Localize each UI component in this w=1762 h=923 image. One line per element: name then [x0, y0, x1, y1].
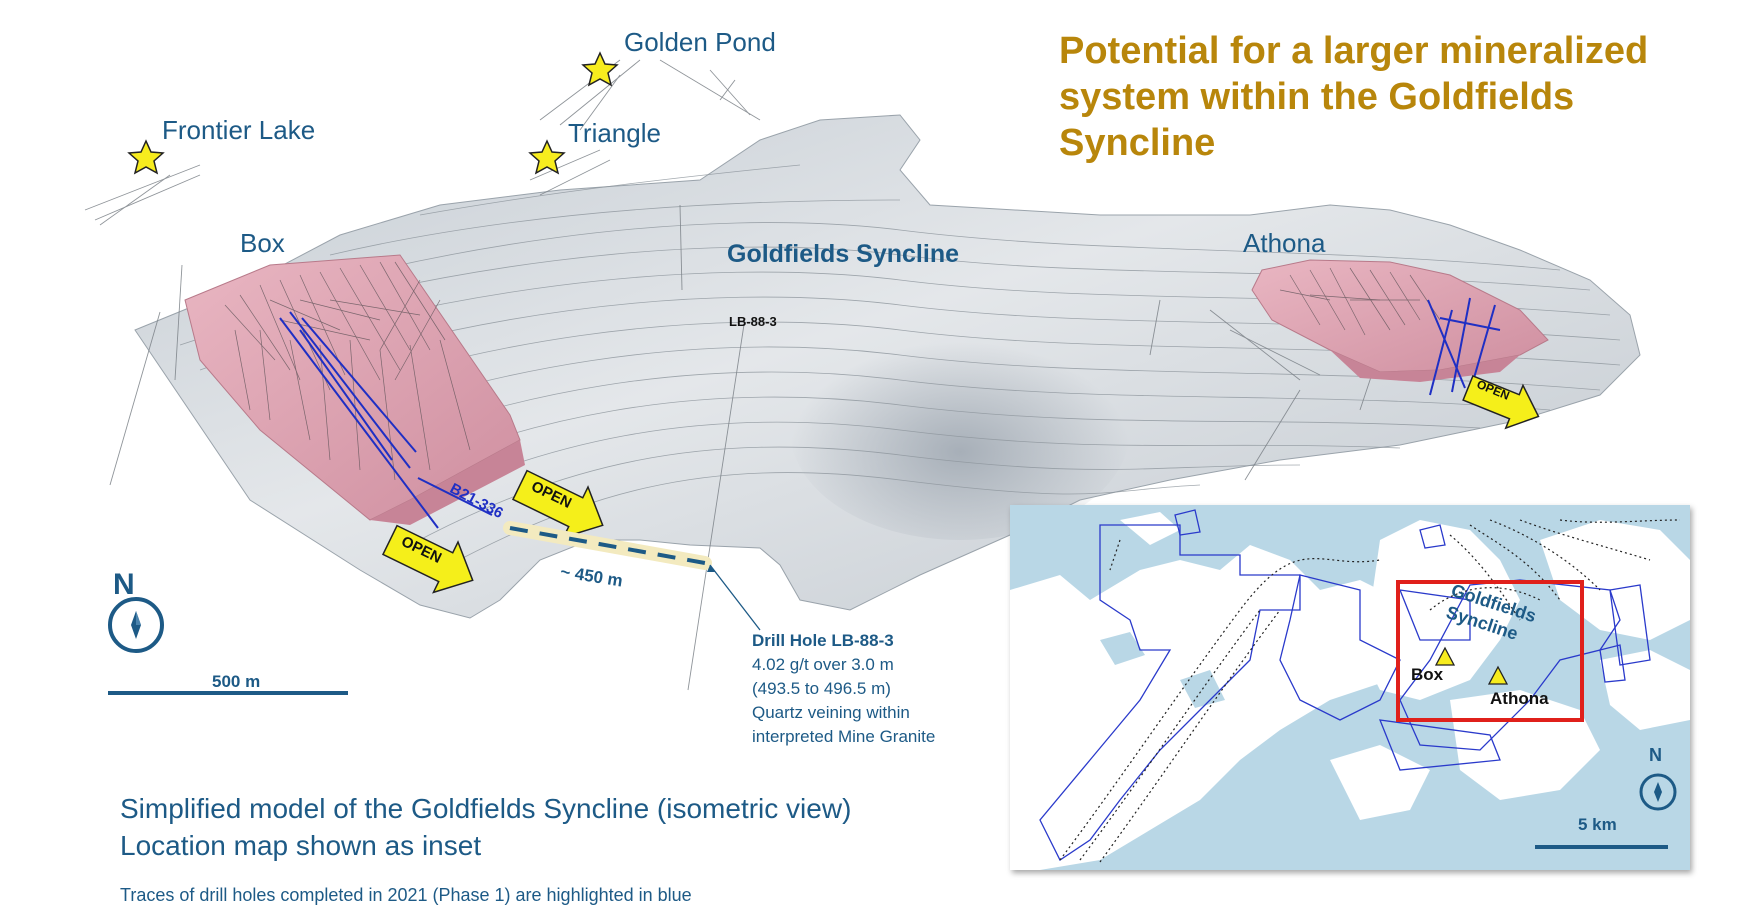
open-arrow-icon [1462, 374, 1540, 430]
north-label: N [113, 568, 135, 601]
open-arrow-icon [381, 524, 474, 594]
inset-north-label: N [1649, 745, 1662, 765]
drill-hole-grade: 4.02 g/t over 3.0 m [752, 655, 894, 674]
inset-highlight [1396, 580, 1584, 722]
drill-hole-title: Drill Hole LB-88-3 [752, 631, 894, 650]
star-icon [581, 51, 619, 87]
syncline-label: Goldfields Syncline [727, 240, 959, 268]
athona-ore-body [1251, 259, 1549, 396]
star-icon [528, 139, 566, 175]
place-label-box: Box [240, 228, 285, 258]
inset-box-label: Box [1411, 665, 1444, 684]
triangle-marker-icon [1487, 665, 1509, 685]
north-arrow-icon [108, 597, 164, 653]
box-ore-body [184, 254, 525, 529]
place-label-triangle: Triangle [568, 118, 661, 148]
place-label-golden-pond: Golden Pond [624, 27, 776, 57]
caption-note: Traces of drill holes completed in 2021 … [120, 885, 692, 905]
triangle-marker-icon [1434, 646, 1456, 666]
north-arrow-icon [1639, 773, 1677, 811]
caption-title: Simplified model of the Goldfields Syncl… [120, 793, 852, 824]
star-icon [127, 139, 165, 175]
place-label-frontier-lake: Frontier Lake [162, 115, 316, 145]
hole-label: LB-88-3 [729, 314, 777, 329]
place-label-athona: Athona [1243, 228, 1326, 258]
inset-athona-label: Athona [1490, 689, 1549, 708]
scale-label: 500 m [212, 672, 261, 691]
drill-hole-interval: (493.5 to 496.5 m) [752, 679, 891, 698]
drill-hole-note: interpreted Mine Granite [752, 727, 936, 746]
caption-subtitle: Location map shown as inset [120, 830, 482, 861]
inset-scale-label: 5 km [1578, 815, 1617, 834]
headline: Potential for a larger mineralized syste… [1059, 30, 1649, 164]
drill-hole-note: Quartz veining within [752, 703, 910, 722]
drill-trace-2021 [279, 311, 493, 529]
open-arrow-icon [511, 469, 604, 539]
